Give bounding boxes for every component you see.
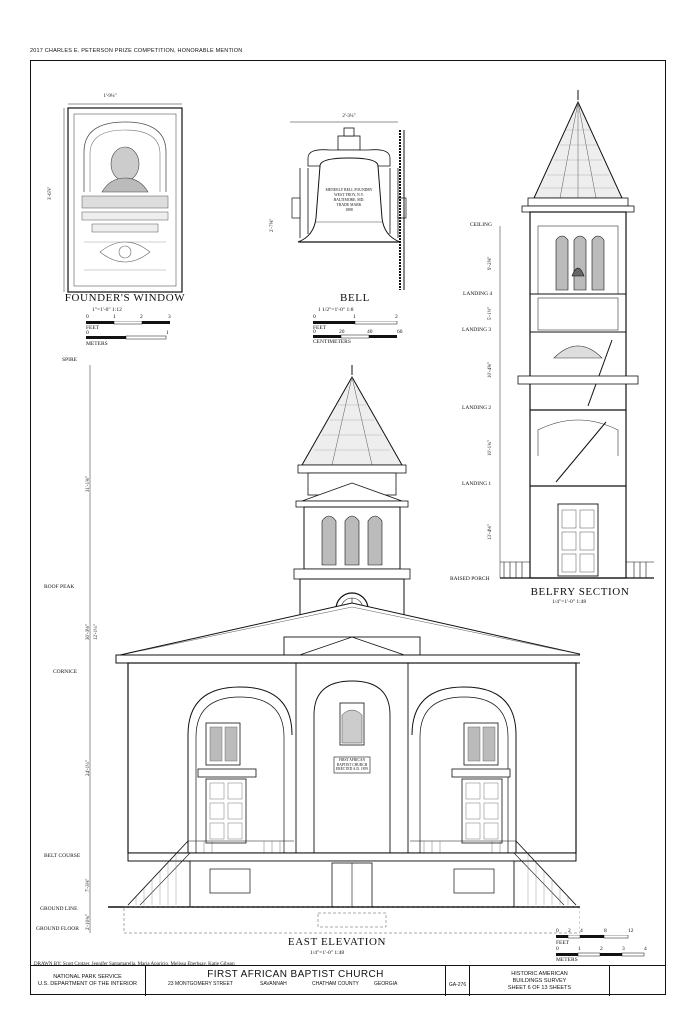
belfry-section-drawing — [499, 90, 654, 579]
elev-dim-5: 7'-3⅜" — [86, 878, 91, 892]
elev-level-ground-line: GROUND LINE — [40, 906, 78, 912]
drawn-by: DRAWN BY: Scott Crotzer, Jennifer Santam… — [34, 962, 235, 967]
window-scale-bar — [86, 321, 170, 340]
elev-meters-label: METERS — [556, 957, 578, 963]
belfry-level-landing3: LANDING 3 — [462, 327, 492, 333]
founders-window-scale: 1"=1'-0" 1:12 — [92, 307, 122, 313]
bell-height-dim: 2'-7⅝" — [270, 218, 275, 232]
elev-dim-4: 24'-1¼" — [86, 760, 91, 776]
window-width-dim: 1'-9¼" — [103, 94, 117, 99]
bell-feet-label: FEET — [313, 325, 327, 331]
elev-feet-label: FEET — [556, 940, 570, 946]
elev-level-belt-course: BELT COURSE — [44, 853, 81, 859]
bell-width-dim: 2'-3¼" — [342, 114, 356, 119]
belfry-level-landing1: LANDING 1 — [462, 481, 492, 487]
bell-drawing — [290, 121, 407, 290]
belfry-dim-1: 9'-2⅝" — [488, 256, 493, 270]
window-feet-label: FEET — [86, 325, 100, 331]
belfry-level-landing4: LANDING 4 — [463, 291, 493, 297]
window-meters-label: METERS — [86, 341, 108, 347]
elev-level-ground-floor: GROUND FLOOR — [36, 926, 79, 932]
elev-level-cornice: CORNICE — [53, 669, 78, 675]
elev-dim-3: 12'-1¼" — [94, 624, 99, 640]
belfry-level-landing2: LANDING 2 — [462, 405, 492, 411]
belfry-section-scale: 1/4"=1'-0" 1:48 — [552, 599, 587, 605]
tb-address-row: 23 MONTGOMERY STREET SAVANNAH CHATHAM CO… — [168, 981, 398, 987]
tb-building: FIRST AFRICAN BAPTIST CHURCH 23 MONTGOME… — [146, 966, 446, 996]
founders-window-drawing — [63, 103, 183, 293]
prize-note: 2017 CHARLES E. PETERSON PRIZE COMPETITI… — [30, 48, 243, 54]
window-height-dim: 3'-6⅞" — [48, 186, 53, 200]
bell-inscription: MENEELY BELL FOUNDRY WEST TROY, N.Y. BAL… — [325, 188, 373, 212]
elev-dim-6: 2'-10¾" — [86, 914, 91, 930]
bell-scale: 1 1/2"=1'-0" 1:8 — [318, 307, 354, 313]
belfry-dim-2: 5'-1½" — [488, 306, 493, 320]
elev-level-spire: SPIRE — [62, 357, 77, 363]
elev-dim-2: 30'-3⅛" — [86, 624, 91, 640]
title-block: NATIONAL PARK SERVICE U.S. DEPARTMENT OF… — [30, 965, 666, 996]
elevation-sign: FIRST AFRICAN BAPTIST CHURCH ERECTED A.D… — [336, 758, 368, 771]
elev-level-roof-peak: ROOF PEAK — [44, 584, 75, 590]
tb-agency: NATIONAL PARK SERVICE U.S. DEPARTMENT OF… — [30, 966, 146, 996]
bell-title: BELL — [340, 292, 370, 304]
bell-scale-bar — [313, 321, 398, 339]
tb-blank-cell — [610, 966, 666, 996]
belfry-level-raised-porch: RAISED PORCH — [450, 576, 490, 582]
elev-scale-bar — [556, 935, 645, 957]
bell-cm-label: CENTIMETERS — [313, 339, 351, 345]
tb-survey: HISTORIC AMERICAN BUILDINGS SURVEY SHEET… — [470, 966, 610, 996]
belfry-section-title: BELFRY SECTION — [530, 586, 630, 598]
tb-survey-no: GA-276 — [446, 966, 470, 996]
belfry-level-ceiling: CEILING — [470, 222, 492, 228]
east-elevation-title: EAST ELEVATION — [287, 936, 387, 948]
east-elevation-drawing — [89, 365, 580, 934]
elev-dim-1: 31'-1⅜" — [86, 476, 91, 492]
founders-window-title: FOUNDER'S WINDOW — [64, 292, 186, 304]
drawing-frame — [30, 60, 666, 995]
east-elevation-scale: 1/4"=1'-0" 1:48 — [310, 950, 345, 956]
